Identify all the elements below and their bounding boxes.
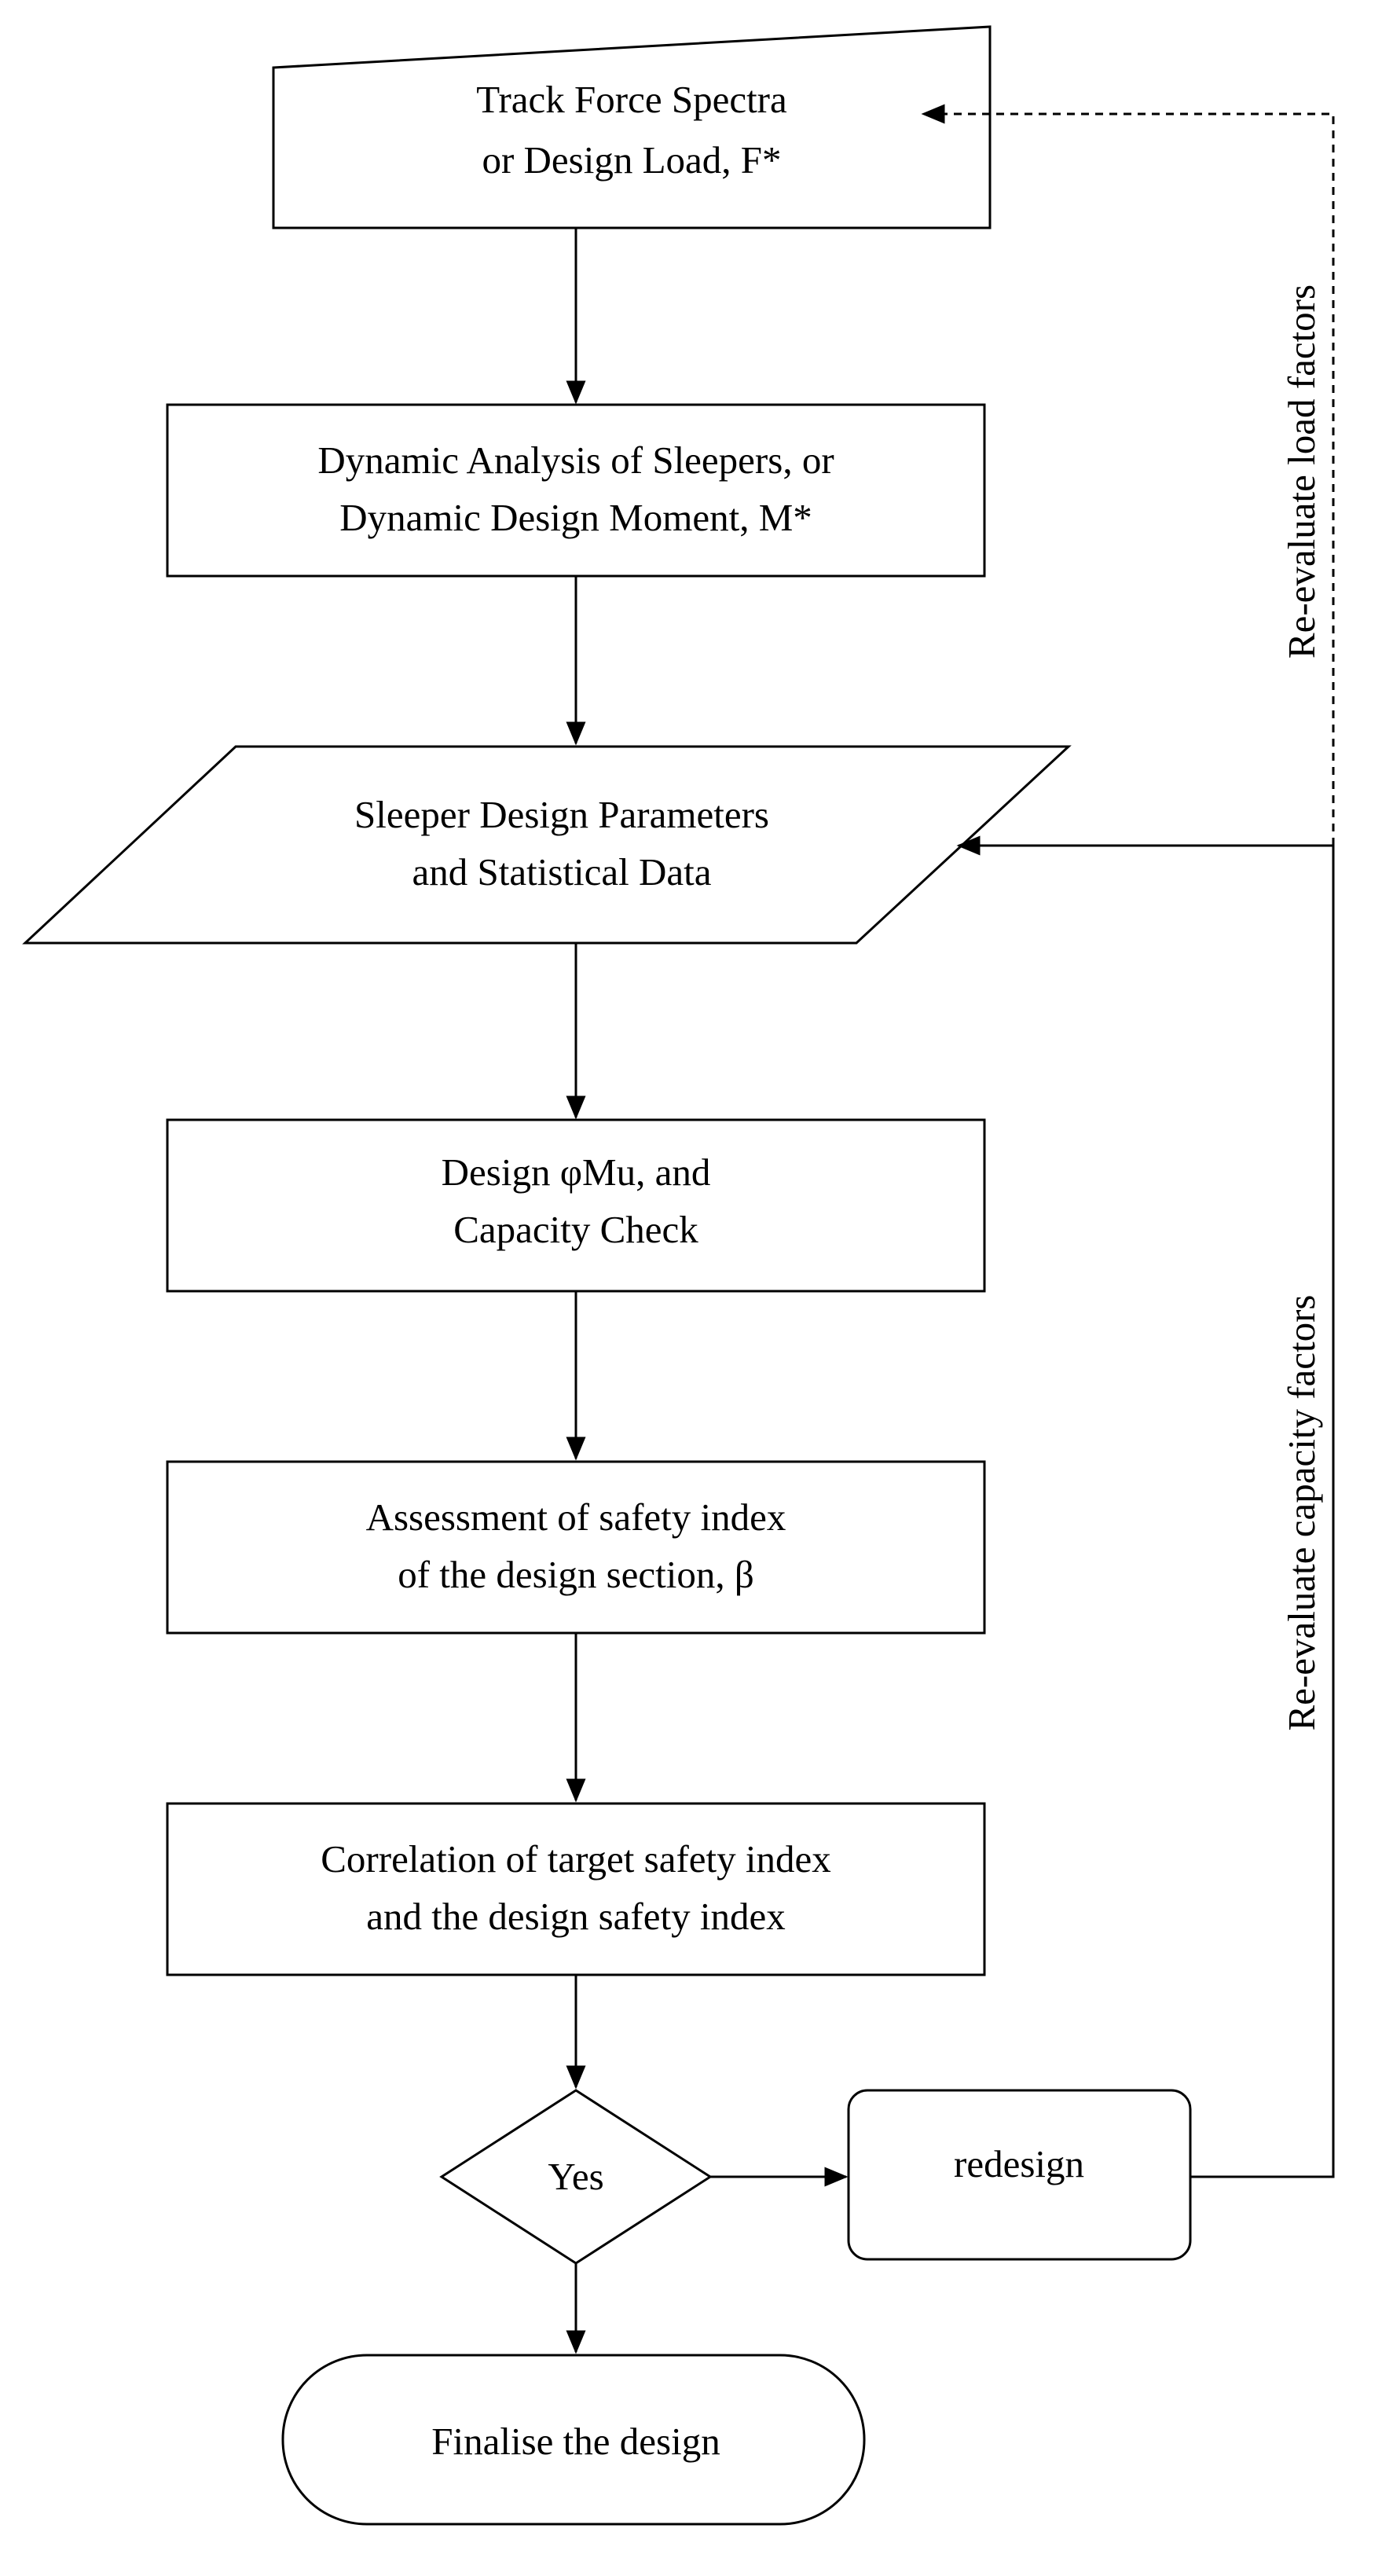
node-redesign: redesign xyxy=(847,2089,1192,2261)
node-finalise-design: Finalise the design xyxy=(281,2354,866,2526)
node-correlation-line2: and the design safety index xyxy=(366,1895,785,1938)
feedback-load-line xyxy=(921,104,1335,846)
node-sleeper-design-parameters: Sleeper Design Parameters and Statistica… xyxy=(22,745,1072,945)
node-safety-assessment-line1: Assessment of safety index xyxy=(366,1495,786,1539)
feedback-capacity-factors-label: Re-evaluate capacity factors xyxy=(1280,1294,1323,1730)
node-safety-assessment: Assessment of safety index of the design… xyxy=(166,1460,986,1635)
node-capacity-check-line2: Capacity Check xyxy=(453,1208,698,1251)
feedback-capacity-line xyxy=(956,835,1335,2178)
node-safety-assessment-line2: of the design section, β xyxy=(398,1553,754,1596)
node-capacity-check-line1: Design φMu, and xyxy=(442,1150,711,1194)
node-dynamic-analysis-line2: Dynamic Design Moment, M* xyxy=(339,496,812,539)
decision-label: Yes xyxy=(548,2155,603,2198)
node-track-force-line1: Track Force Spectra xyxy=(476,78,787,121)
node-dynamic-analysis: Dynamic Analysis of Sleepers, or Dynamic… xyxy=(166,403,986,578)
node-correlation-line1: Correlation of target safety index xyxy=(321,1837,831,1881)
feedback-load-factors-label: Re-evaluate load factors xyxy=(1280,284,1323,659)
node-correlation: Correlation of target safety index and t… xyxy=(166,1802,986,1976)
node-sleeper-parameters-line1: Sleeper Design Parameters xyxy=(354,793,769,836)
finalise-label: Finalise the design xyxy=(431,2420,720,2463)
redesign-label: redesign xyxy=(954,2142,1084,2185)
node-dynamic-analysis-line1: Dynamic Analysis of Sleepers, or xyxy=(317,439,834,482)
node-capacity-check: Design φMu, and Capacity Check xyxy=(166,1118,986,1293)
node-track-force-spectra: Track Force Spectra or Design Load, F* xyxy=(272,25,992,229)
node-sleeper-parameters-line2: and Statistical Data xyxy=(412,850,712,894)
node-track-force-line2: or Design Load, F* xyxy=(482,138,781,182)
node-decision-diamond: Yes xyxy=(439,2089,713,2265)
